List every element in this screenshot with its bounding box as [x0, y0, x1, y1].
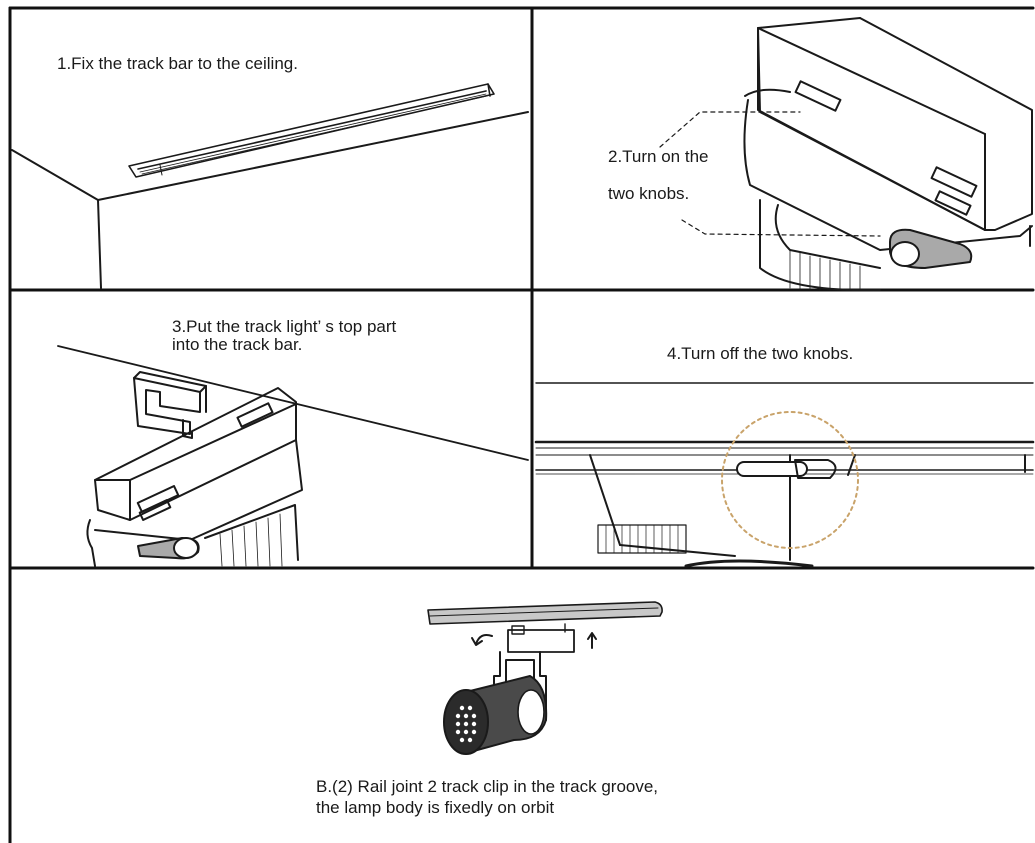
spotlight-on-rail-drawing [427, 601, 663, 755]
step-b-caption: B.(2) Rail joint 2 track clip in the tra… [316, 777, 659, 817]
step-2-caption-line-1: 2.Turn on the [608, 147, 709, 166]
step-3-caption: 3.Put the track light’ s top part into t… [172, 317, 397, 354]
rotate-arrow-icon [471, 634, 493, 646]
adapter-closeup-turn-on [659, 17, 1033, 292]
track-knob-closeup [534, 382, 1035, 568]
ceiling-drawing [11, 111, 529, 289]
track-bar-drawing [128, 83, 495, 178]
step-2-caption-line-2: two knobs. [608, 184, 690, 203]
up-arrow-icon [587, 632, 597, 649]
step-1-caption: 1.Fix the track bar to the ceiling. [57, 54, 298, 73]
adapter-insert-drawing [57, 345, 529, 567]
step-4-caption: 4.Turn off the two knobs. [667, 344, 854, 363]
